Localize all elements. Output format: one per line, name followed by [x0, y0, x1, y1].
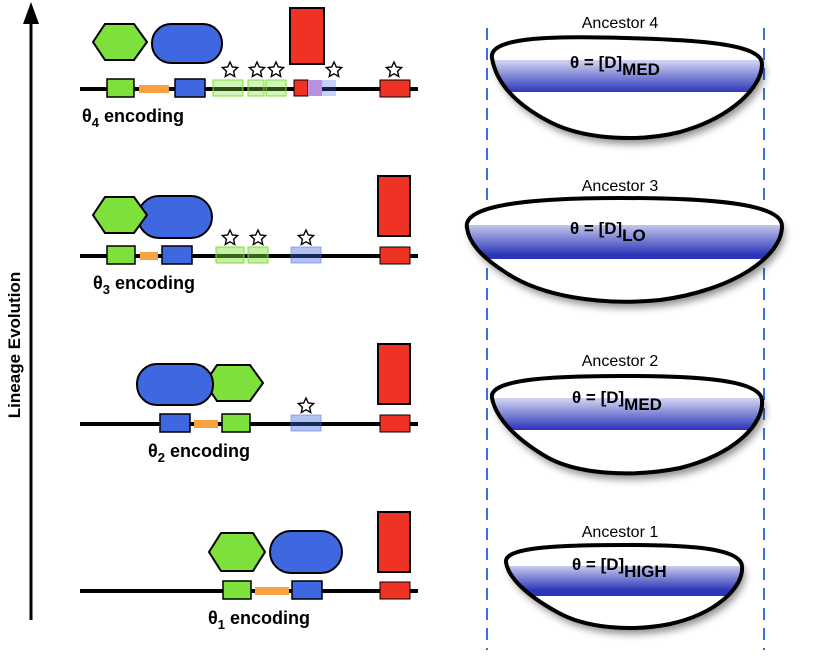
- axis-arrowhead-icon: [23, 2, 39, 24]
- red-effector-block: [377, 343, 411, 405]
- encoding-row-2: θ2 encoding: [80, 343, 418, 465]
- blue-oval-protein: [136, 363, 214, 406]
- red-effector-block: [377, 511, 411, 573]
- green-site: [106, 245, 136, 265]
- orange-linker: [194, 420, 218, 428]
- theta-label: θ = [D]MED: [570, 53, 660, 79]
- blue-oval-protein: [137, 195, 213, 239]
- ancestor-2-cell: Ancestor 2 θ = [D]MED: [489, 353, 765, 476]
- red-site: [379, 581, 411, 600]
- mutation-star-icon: [248, 61, 266, 78]
- ancestor-1-cell: Ancestor 1 θ = [D]HIGH: [504, 524, 745, 630]
- mutation-star-icon: [297, 397, 315, 414]
- faded-blue-site: [322, 80, 336, 96]
- ancestor-label: Ancestor 3: [582, 178, 659, 195]
- blue-site: [161, 245, 193, 265]
- faded-green-site: [212, 79, 244, 97]
- mutation-star-icon: [325, 61, 343, 78]
- encoding-label: θ4 encoding: [82, 106, 184, 130]
- faded-purple-site: [308, 80, 322, 96]
- encoding-label: θ1 encoding: [208, 608, 310, 632]
- green-hexagon-protein: [91, 23, 149, 61]
- cell-outline: [464, 195, 785, 304]
- faded-blue-site: [290, 414, 322, 432]
- ancestor-label: Ancestor 2: [582, 353, 659, 370]
- ancestor-3-cell: Ancestor 3 θ = [D]LO: [464, 178, 785, 304]
- cell-outline: [489, 35, 765, 140]
- faded-green-site: [215, 246, 245, 264]
- theta-label: θ = [D]HIGH: [572, 555, 667, 581]
- green-hexagon-protein: [203, 364, 265, 402]
- faded-green-site: [247, 246, 269, 264]
- orange-linker: [139, 85, 169, 93]
- green-hexagon-protein: [207, 532, 267, 572]
- ancestor-label: Ancestor 1: [582, 524, 659, 541]
- green-site: [222, 580, 252, 600]
- mutation-star-icon: [267, 61, 285, 78]
- encoding-label: θ2 encoding: [148, 441, 250, 465]
- green-site: [106, 78, 135, 98]
- cell-outline: [489, 373, 765, 476]
- axis-label: Lineage Evolution: [5, 272, 24, 418]
- blue-oval-protein: [151, 23, 223, 64]
- encoding-row-1: θ1 encoding: [80, 511, 418, 632]
- mutation-star-icon: [221, 229, 239, 246]
- mutation-star-icon: [297, 229, 315, 246]
- faded-green-site: [265, 79, 287, 97]
- encoding-row-4: θ4 encoding: [80, 7, 418, 130]
- faded-blue-site: [290, 246, 322, 264]
- cell-band: [506, 566, 743, 596]
- mutation-star-icon: [385, 61, 403, 78]
- blue-oval-protein: [269, 530, 343, 574]
- orange-linker: [255, 587, 289, 595]
- green-hexagon-protein: [91, 196, 149, 234]
- red-site: [293, 79, 309, 97]
- red-effector-block: [377, 175, 411, 237]
- cell-band: [492, 60, 762, 92]
- ancestor-4-cell: Ancestor 4 θ = [D]MED: [489, 15, 765, 140]
- blue-site: [159, 413, 191, 433]
- mutation-star-icon: [249, 229, 267, 246]
- red-site: [379, 414, 411, 433]
- cell-outline: [504, 542, 745, 630]
- theta-label: θ = [D]MED: [572, 388, 662, 414]
- theta-label: θ = [D]LO: [570, 219, 646, 245]
- green-site: [221, 413, 251, 433]
- red-site: [379, 246, 411, 265]
- red-site: [379, 79, 411, 98]
- orange-linker: [140, 252, 158, 260]
- encoding-row-3: θ3 encoding: [80, 175, 418, 297]
- red-effector-block: [289, 7, 325, 65]
- encoding-label: θ3 encoding: [93, 273, 195, 297]
- cell-band: [492, 398, 763, 430]
- cell-band: [466, 225, 782, 259]
- faded-green-site: [247, 79, 265, 97]
- blue-site: [291, 580, 323, 600]
- lineage-axis: Lineage Evolution: [5, 2, 39, 620]
- ancestor-label: Ancestor 4: [582, 15, 659, 32]
- blue-site: [174, 78, 206, 98]
- mutation-star-icon: [221, 61, 239, 78]
